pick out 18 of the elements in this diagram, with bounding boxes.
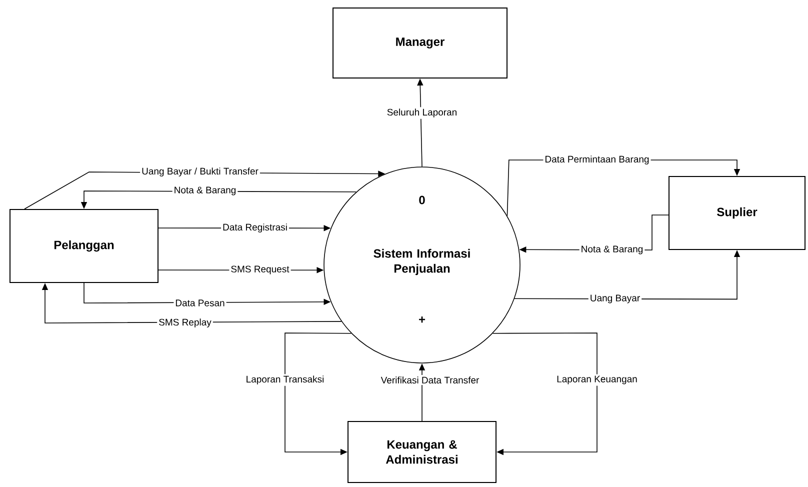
entity-box: Pelanggan (10, 209, 158, 283)
edge-label: Laporan Keuangan (555, 374, 639, 386)
entity-box: Suplier (668, 176, 806, 250)
edge-label: Data Permintaan Barang (543, 154, 651, 166)
edge-label: Uang Bayar (588, 293, 642, 305)
edge-label: SMS Replay (157, 317, 213, 329)
entity-box: Manager (332, 8, 508, 78)
edge-label: Seluruh Laporan (385, 107, 459, 119)
edge-label: Nota & Barang (579, 244, 645, 256)
edge-label: Uang Bayar / Bukti Transfer (140, 166, 260, 178)
edge-label: Verifikasi Data Transfer (379, 375, 481, 385)
entity-box: Keuangan & Administrasi (348, 421, 496, 483)
edge-label: Data Pesan (174, 298, 226, 308)
edge-label: SMS Request (229, 264, 291, 276)
edge-label: Laporan Transaksi (244, 374, 326, 386)
arrow (492, 332, 598, 456)
edge-label: Nota & Barang (172, 185, 238, 197)
edge-label: Data Registrasi (221, 222, 289, 234)
